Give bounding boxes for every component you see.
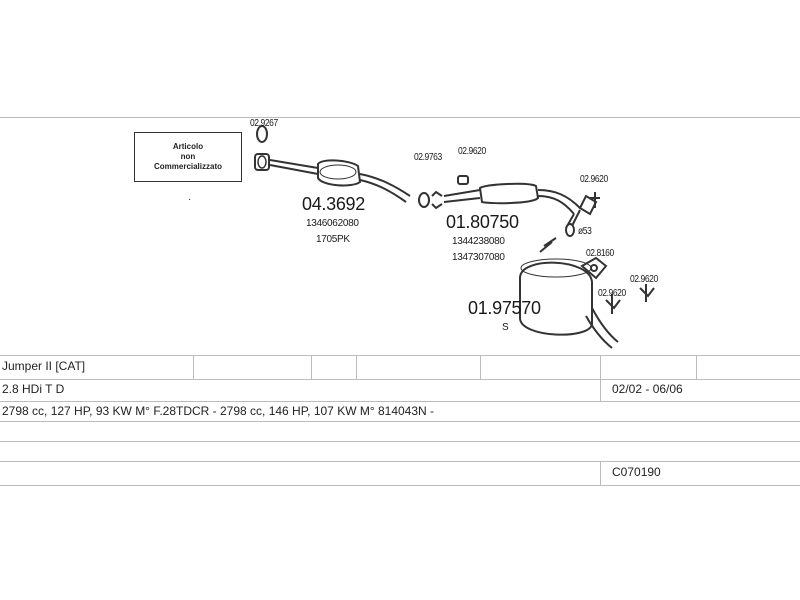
part-01-97570[interactable]: 01.97570 [468,298,541,318]
catalyst-pipe-icon [269,159,430,208]
table-col-4 [480,355,481,379]
clamp-icon [431,190,443,210]
engine-specs: 2798 cc, 127 HP, 93 KW M° F.28TDCR - 279… [2,404,435,418]
top-rule [0,117,800,118]
inlet-flange-icon [254,153,270,171]
part-02-9620-b[interactable]: 02.9620 [580,174,608,185]
table-col-7 [600,461,601,485]
marker-dot: · [188,194,192,205]
part-01-97570-sub: S [502,322,509,333]
hanger-icon [457,175,469,185]
exhaust-drawing [254,125,655,349]
table-rule-2 [0,379,800,380]
table-col-1 [193,355,194,379]
part-02-9620-a[interactable]: 02.9620 [458,146,486,157]
gasket-ring-icon [256,125,268,143]
part-02-9267[interactable]: 02.9267 [250,118,278,129]
table-col-3 [356,355,357,379]
part-02-9620-d[interactable]: 02.9620 [598,288,626,299]
table-rule-6 [0,461,800,462]
part-02-8160[interactable]: 02.8160 [586,248,614,259]
engine-type: 2.8 HDi T D [2,382,65,396]
table-rule-4 [0,421,800,422]
exhaust-diagram: Articolo non Commercializzato · 02.9267 … [0,118,800,358]
table-rule-5 [0,441,800,442]
vehicle-model: Jumper II [CAT] [2,359,86,373]
table-col-2 [311,355,312,379]
pipe-diameter: ø53 [578,226,592,237]
part-04-3692-ref: 1346062080 [306,218,359,229]
hanger-lower-icon [605,284,655,314]
hanger-right-icon [590,192,600,208]
note-line-2: non [180,152,196,161]
production-dates: 02/02 - 06/06 [612,382,683,396]
part-02-9620-c[interactable]: 02.9620 [630,274,658,285]
part-04-3692[interactable]: 04.3692 [302,194,365,214]
part-01-80750-ref1: 1344238080 [452,236,505,247]
table-col-5 [600,355,601,401]
rubber-mount-icon [580,256,608,280]
part-02-9763[interactable]: 02.9763 [414,152,442,163]
note-line-1: Articolo [172,142,204,151]
part-01-80750-ref2: 1347307080 [452,252,505,263]
table-rule-3 [0,401,800,402]
table-rule-1 [0,355,800,356]
catalogue-code: C070190 [612,465,661,479]
note-line-3: Commercializzato [153,162,223,171]
part-04-3692-kit: 1705PK [316,234,350,245]
rear-silencer-icon [519,237,619,349]
centre-silencer-icon [443,182,598,237]
table-rule-7 [0,485,800,486]
not-sold-note: Articolo non Commercializzato [134,132,242,182]
part-01-80750[interactable]: 01.80750 [446,212,519,232]
table-col-6 [696,355,697,379]
